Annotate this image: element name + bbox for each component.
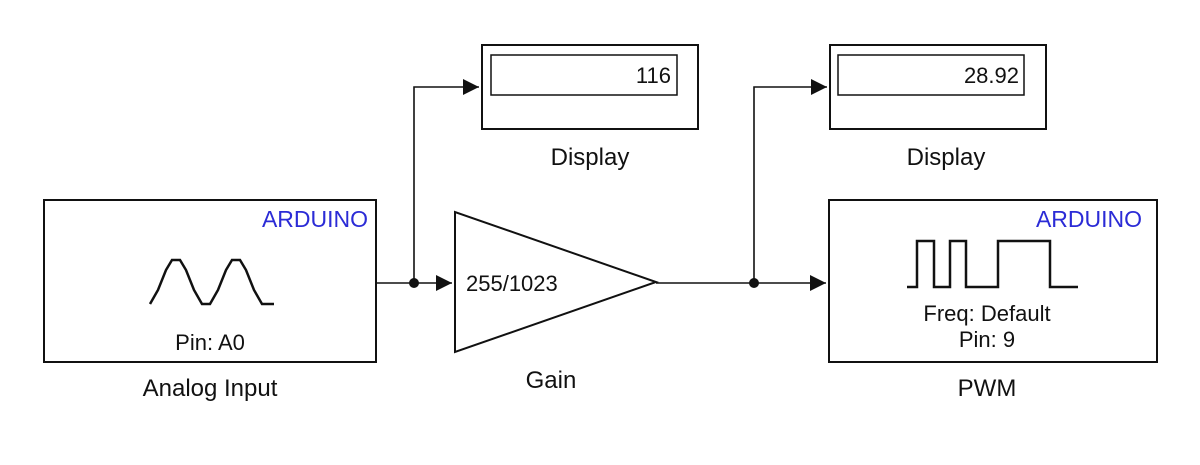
pwm-label: PWM	[958, 375, 1017, 402]
sine-wave-icon	[148, 258, 274, 306]
gain-block[interactable]: 255/1023	[454, 210, 660, 354]
display-2-value: 28.92	[964, 63, 1019, 88]
display-2-readout	[837, 54, 1025, 96]
wire-branch-to-display-2[interactable]	[753, 79, 827, 283]
pwm-block[interactable]: ARDUINO Freq: Default Pin: 9	[828, 199, 1158, 363]
display-1-value: 116	[636, 63, 671, 88]
display-1-label: Display	[551, 144, 630, 171]
analog-input-pin: Pin: A0	[175, 330, 245, 355]
gain-triangle[interactable]	[454, 210, 660, 354]
branch-point-1	[409, 278, 419, 288]
analog-input-label: Analog Input	[143, 375, 278, 402]
pwm-pin: Pin: 9	[959, 327, 1015, 352]
analog-input-box[interactable]	[43, 199, 377, 363]
display-1-readout	[490, 54, 678, 96]
wire-branch-to-display-1[interactable]	[413, 79, 479, 283]
pwm-box[interactable]	[828, 199, 1158, 363]
pwm-freq: Freq: Default	[923, 301, 1050, 326]
pwm-wave-icon	[907, 239, 1078, 289]
analog-input-block[interactable]: ARDUINO Pin: A0	[43, 199, 377, 363]
pwm-brand: ARDUINO	[1036, 206, 1142, 232]
display-2-label: Display	[907, 144, 986, 171]
display-block-2[interactable]: 28.92	[829, 44, 1047, 130]
branch-point-2	[749, 278, 759, 288]
analog-input-brand: ARDUINO	[262, 206, 368, 232]
gain-label: Gain	[526, 367, 577, 394]
gain-value: 255/1023	[466, 271, 558, 296]
display-block-1[interactable]: 116	[481, 44, 699, 130]
